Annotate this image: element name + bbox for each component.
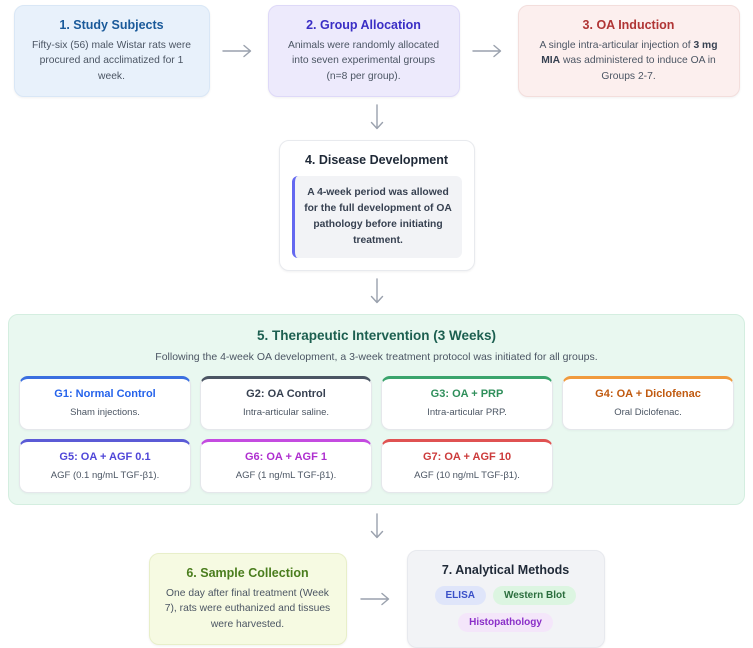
group-card-g6: G6: OA + AGF 1 AGF (1 ng/mL TGF-β1). xyxy=(200,439,372,494)
step1-body: Fifty-six (56) male Wistar rats were pro… xyxy=(31,40,192,82)
group-g2-title: G2: OA Control xyxy=(246,388,326,401)
step5-therapeutic-intervention-section: 5. Therapeutic Intervention (3 Weeks) Fo… xyxy=(8,314,745,506)
step5-title: 5. Therapeutic Intervention (3 Weeks) xyxy=(256,328,497,344)
group-card-g4: G4: OA + Diclofenac Oral Diclofenac. xyxy=(562,376,734,431)
group-g7-body: AGF (10 ng/mL TGF-β1). xyxy=(414,470,520,482)
group-g3-body: Intra-articular PRP. xyxy=(427,407,507,419)
step7-title: 7. Analytical Methods xyxy=(441,563,570,578)
step2-group-allocation-box: 2. Group Allocation Animals were randoml… xyxy=(267,5,460,98)
step6-body: One day after final treatment (Week 7), … xyxy=(164,587,331,630)
group-card-g7: G7: OA + AGF 10 AGF (10 ng/mL TGF-β1). xyxy=(381,439,553,494)
group-g5-body: AGF (0.1 ng/mL TGF-β1). xyxy=(50,470,160,482)
group-card-g2: G2: OA Control Intra-articular saline. xyxy=(200,376,372,431)
group-g1-title: G1: Normal Control xyxy=(54,388,156,401)
arrow-right-icon xyxy=(471,44,506,58)
group-card-g3: G3: OA + PRP Intra-articular PRP. xyxy=(381,376,553,431)
group-card-g1: G1: Normal Control Sham injections. xyxy=(19,376,191,431)
step3-title: 3. OA Induction xyxy=(582,18,675,32)
arrow-down-icon xyxy=(0,104,753,134)
arrow-right-icon xyxy=(221,44,256,58)
badge-histopathology: Histopathology xyxy=(458,613,553,633)
step2-body: Animals were randomly allocated into sev… xyxy=(287,40,440,82)
flow-row-top: 1. Study Subjects Fifty-six (56) male Wi… xyxy=(0,5,753,98)
step3-oa-induction-box: 3. OA Induction A single intra-articular… xyxy=(517,5,740,98)
step1-title: 1. Study Subjects xyxy=(59,18,164,32)
method-badges: ELISA Western Blot Histopathology xyxy=(422,586,590,633)
group-g4-title: G4: OA + Diclofenac xyxy=(595,388,701,401)
arrow-right-icon xyxy=(359,592,394,606)
badge-western-blot: Western Blot xyxy=(492,586,577,606)
step3-body: A single intra-articular injection of 3 … xyxy=(533,38,725,84)
step2-title: 2. Group Allocation xyxy=(306,18,421,32)
step4-title: 4. Disease Development xyxy=(304,153,449,168)
group-g1-body: Sham injections. xyxy=(70,407,140,419)
arrow-down-icon xyxy=(0,513,753,543)
group-g4-body: Oral Diclofenac. xyxy=(614,407,682,419)
group-g6-title: G6: OA + AGF 1 xyxy=(244,451,327,464)
group-g2-body: Intra-articular saline. xyxy=(242,407,330,419)
step5-subtitle: Following the 4-week OA development, a 3… xyxy=(155,351,598,364)
step7-analytical-methods-box: 7. Analytical Methods ELISA Western Blot… xyxy=(406,550,605,648)
group-g6-body: AGF (1 ng/mL TGF-β1). xyxy=(235,470,337,482)
group-card-g5: G5: OA + AGF 0.1 AGF (0.1 ng/mL TGF-β1). xyxy=(19,439,191,494)
badge-elisa: ELISA xyxy=(434,586,486,606)
step4-callout: A 4-week period was allowed for the full… xyxy=(291,176,462,259)
step6-title: 6. Sample Collection xyxy=(186,565,309,580)
group-g5-title: G5: OA + AGF 0.1 xyxy=(59,451,151,464)
step3-body-bold: 3 mg MIA xyxy=(541,40,718,67)
step1-study-subjects-box: 1. Study Subjects Fifty-six (56) male Wi… xyxy=(13,5,210,98)
group-g7-title: G7: OA + AGF 10 xyxy=(422,451,512,464)
arrow-down-icon xyxy=(0,278,753,308)
step6-sample-collection-box: 6. Sample Collection One day after final… xyxy=(148,552,347,646)
step4-disease-development-box: 4. Disease Development A 4-week period w… xyxy=(278,140,475,272)
step3-body-prefix: A single intra-articular injection of xyxy=(539,40,694,51)
step3-body-suffix: was administered to induce OA in Groups … xyxy=(560,55,716,82)
treatment-groups-grid: G1: Normal Control Sham injections. G2: … xyxy=(19,376,734,494)
flow-row-bottom: 6. Sample Collection One day after final… xyxy=(0,550,753,648)
group-g3-title: G3: OA + PRP xyxy=(430,388,504,401)
